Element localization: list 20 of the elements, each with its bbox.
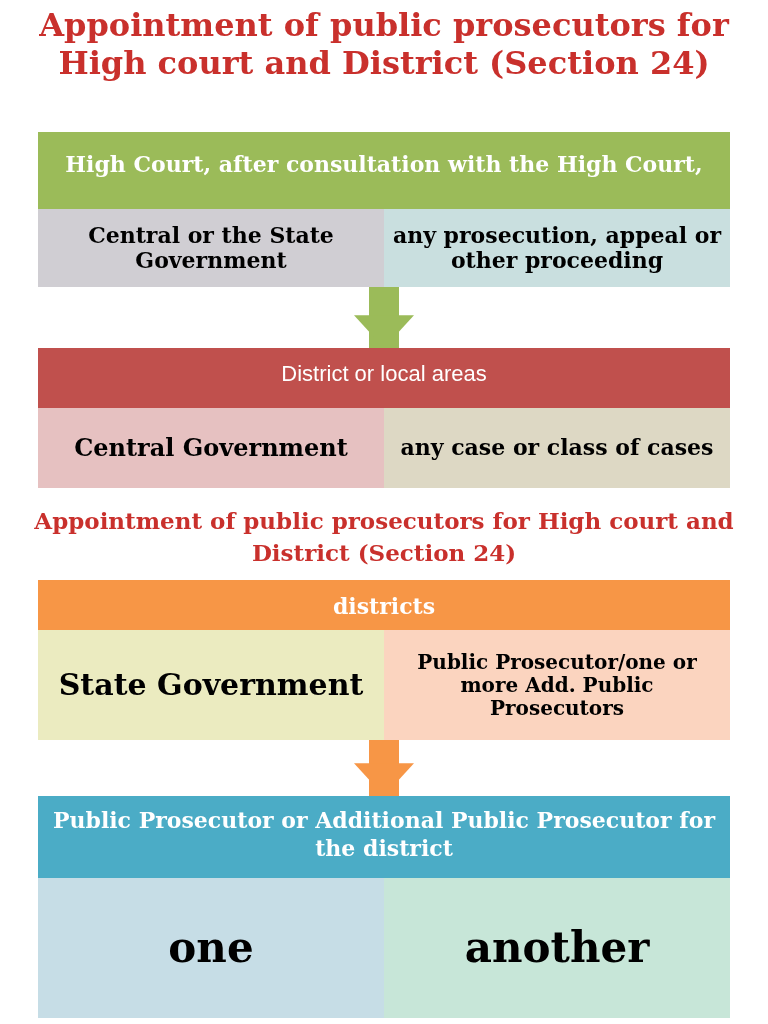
info-box: any prosecution, appeal or other proceeding [384, 209, 730, 287]
header-panel [38, 132, 730, 287]
header-panel [38, 796, 730, 1018]
arrow [354, 287, 414, 348]
info-box: Central Government [38, 408, 384, 488]
heading-text: districts [331, 592, 437, 620]
heading-text: District or local areas [280, 360, 488, 388]
title: Appointment of public prosecutors for High court and District (Section 24) [38, 6, 731, 82]
heading-text: High Court, after consultation with the High Court, [64, 150, 704, 178]
heading-text: Public Prosecutor or Additional Public Prosecutor for the district [52, 806, 717, 862]
info-box: Central or the State Government [38, 209, 384, 287]
info-box: another [384, 878, 730, 1018]
heading: Appointment of public prosecutors for High court and District (Section 24) [33, 506, 735, 568]
arrow [354, 740, 414, 796]
header-panel [38, 348, 730, 488]
header-panel [38, 580, 730, 740]
info-box: Public Prosecutor/one or more Add. Public Prosecutors [384, 630, 730, 740]
info-box: any case or class of cases [384, 408, 730, 488]
info-box: State Government [38, 630, 384, 740]
info-box: one [38, 878, 384, 1018]
